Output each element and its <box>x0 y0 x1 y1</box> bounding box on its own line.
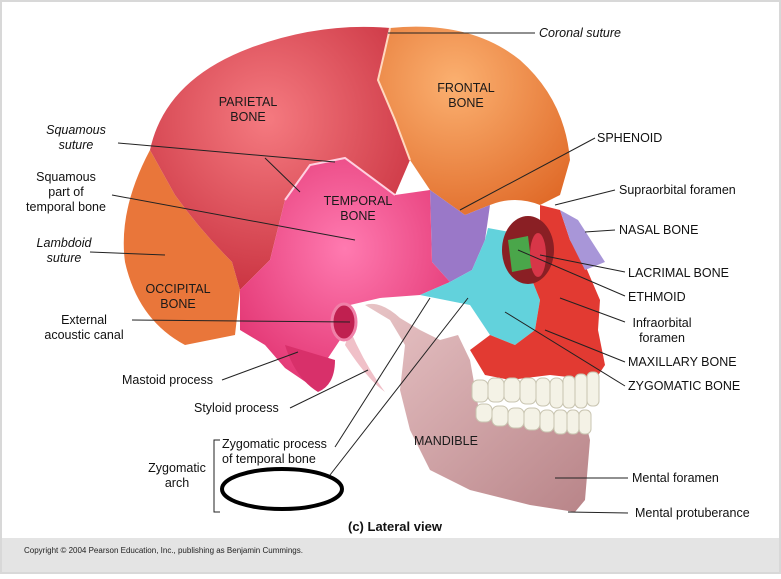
lacrimal-shape <box>530 233 546 277</box>
label-frontal-bone: FRONTAL BONE <box>430 81 502 111</box>
label-zygomatic-process: Zygomatic process of temporal bone <box>222 437 327 467</box>
mastoid-process-shape <box>285 345 335 392</box>
label-zygomatic-arch-line1: Zygomatic <box>148 461 206 475</box>
label-parietal-line2: BONE <box>230 110 266 124</box>
frontal-bone <box>378 26 570 215</box>
label-parietal-line1: PARIETAL <box>218 95 278 109</box>
temporal-bone <box>240 158 450 385</box>
nasal-bone-shape <box>560 210 605 270</box>
label-squamous-suture-line1: Squamous <box>46 123 106 137</box>
label-zygomatic-arch: Zygomatic arch <box>140 461 214 491</box>
occipital-bone <box>123 150 240 345</box>
sphenoid-bone <box>430 190 490 282</box>
parietal-bone <box>150 26 410 290</box>
ethmoid-shape <box>508 236 532 272</box>
label-maxillary-bone: MAXILLARY BONE <box>628 355 737 369</box>
label-styloid-process: Styloid process <box>194 401 279 415</box>
label-sphenoid: SPHENOID <box>597 131 663 145</box>
highlight-ellipse <box>220 467 344 511</box>
label-zygomatic-arch-line2: arch <box>164 476 190 490</box>
footer-strip <box>2 538 779 572</box>
label-squamous-part-line2: part of <box>48 185 84 199</box>
label-occipital-line1: OCCIPITAL <box>145 282 211 296</box>
label-temporal-bone: TEMPORAL BONE <box>320 194 396 224</box>
label-mental-foramen: Mental foramen <box>632 471 719 485</box>
label-ethmoid: ETHMOID <box>628 290 686 304</box>
maxillary-bone-shape <box>470 205 605 380</box>
leader-lines <box>89 32 629 514</box>
label-coronal-suture: Coronal suture <box>539 26 621 40</box>
label-squamous-suture: Squamous suture <box>34 123 118 153</box>
styloid-process-shape <box>345 330 385 392</box>
label-lacrimal-bone: LACRIMAL BONE <box>628 266 729 280</box>
label-frontal-line1: FRONTAL <box>437 81 495 95</box>
label-occipital-line2: BONE <box>160 297 196 311</box>
label-infraorbital-foramen: Infraorbital foramen <box>628 316 696 346</box>
label-lambdoid-line1: Lambdoid <box>36 236 92 250</box>
label-squamous-part-line1: Squamous <box>36 170 96 184</box>
label-zygomatic-process-line1: Zygomatic process <box>222 437 327 451</box>
label-parietal-bone: PARIETAL BONE <box>212 95 284 125</box>
copyright-text: Copyright © 2004 Pearson Education, Inc.… <box>24 546 303 555</box>
label-squamous-suture-line2: suture <box>58 138 94 152</box>
label-temporal-line1: TEMPORAL <box>323 194 393 208</box>
label-nasal-bone: NASAL BONE <box>619 223 699 237</box>
label-lambdoid-suture: Lambdoid suture <box>26 236 102 266</box>
label-occipital-bone: OCCIPITAL BONE <box>140 282 216 312</box>
figure-caption: (c) Lateral view <box>348 519 442 534</box>
zygomatic-arch-bracket <box>213 439 220 513</box>
label-external-acoustic-canal: External acoustic canal <box>36 313 132 343</box>
label-infraorbital-line1: Infraorbital <box>632 316 692 330</box>
label-acoustic-line2: acoustic canal <box>44 328 124 342</box>
label-frontal-line2: BONE <box>448 96 484 110</box>
coronal-suture-line <box>376 27 411 161</box>
label-temporal-line2: BONE <box>340 209 376 223</box>
teeth <box>471 371 600 435</box>
label-squamous-part: Squamous part of temporal bone <box>18 170 114 215</box>
label-mental-protuberance: Mental protuberance <box>635 506 750 520</box>
label-acoustic-line1: External <box>61 313 107 327</box>
label-mastoid-process: Mastoid process <box>122 373 214 387</box>
label-lambdoid-line2: suture <box>46 251 82 265</box>
label-zygomatic-process-line2: of temporal bone <box>222 452 316 466</box>
label-infraorbital-line2: foramen <box>639 331 685 345</box>
label-supraorbital-foramen: Supraorbital foramen <box>619 183 736 197</box>
label-mandible: MANDIBLE <box>414 434 478 448</box>
label-squamous-part-line3: temporal bone <box>26 200 106 214</box>
label-zygomatic-bone: ZYGOMATIC BONE <box>628 379 741 393</box>
